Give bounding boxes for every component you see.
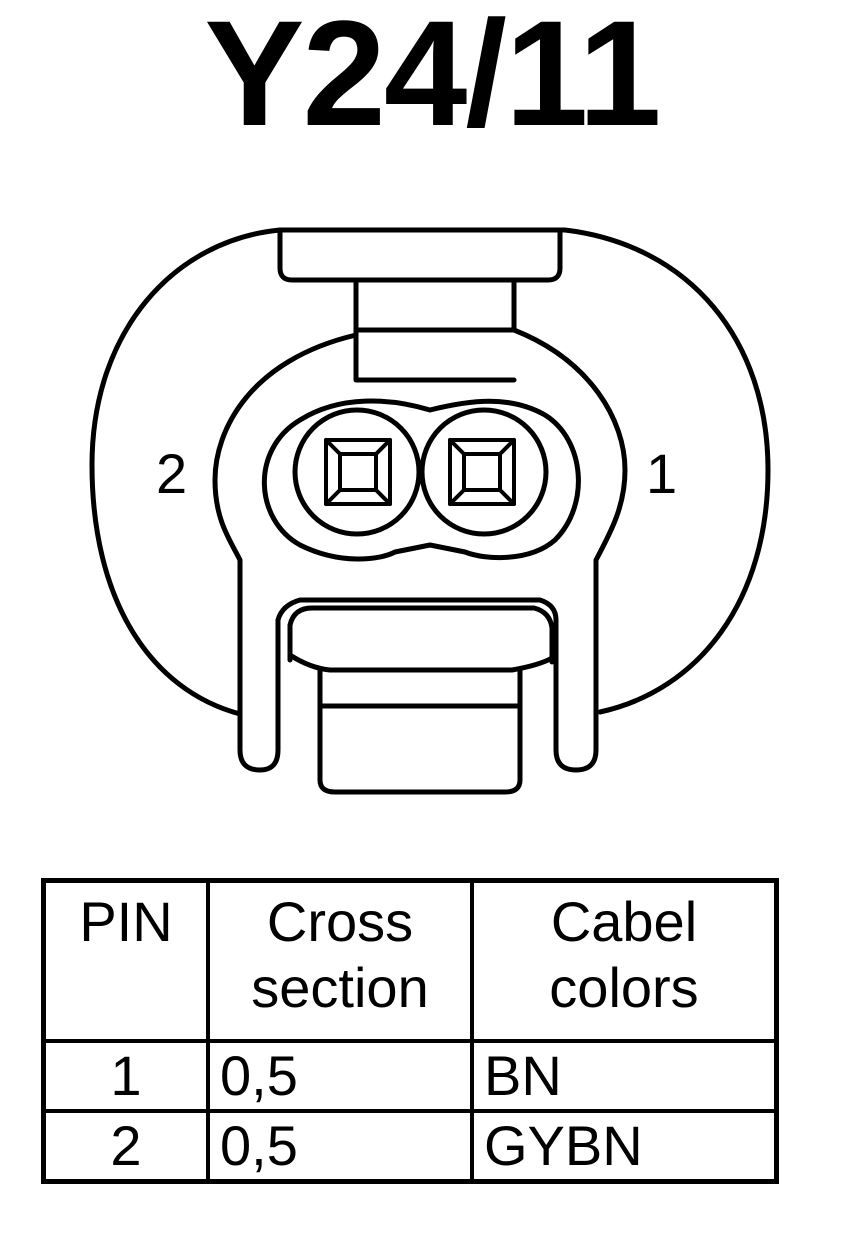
header-cross-section: Cross section xyxy=(206,878,474,1043)
connector-inner-body xyxy=(212,327,628,773)
pin-cavity-2 xyxy=(292,407,422,537)
connector-title: Y24/11 xyxy=(204,0,661,157)
table-row: 2 0,5 GYBN xyxy=(41,1109,779,1184)
header-cross-line2: section xyxy=(251,956,429,1019)
connector-bottom-key xyxy=(287,652,555,795)
connector-outer-housing xyxy=(89,227,771,717)
pin-terminal-1 xyxy=(448,438,516,506)
header-cable-colors: Cabel colors xyxy=(470,878,779,1043)
cell-cable-color: BN xyxy=(470,1039,779,1113)
cell-pin: 2 xyxy=(41,1109,210,1184)
table-header-row: PIN Cross section Cabel colors xyxy=(41,878,779,1043)
table-row: 1 0,5 BN xyxy=(41,1039,779,1113)
connector-drawing xyxy=(89,227,771,795)
connector-top-latch xyxy=(277,227,563,283)
header-color-line1: Cabel xyxy=(550,890,698,953)
header-cross-line1: Cross xyxy=(266,890,414,953)
connector-cavity-surround xyxy=(261,398,581,562)
connector-bottom-tab xyxy=(287,605,555,665)
header-pin: PIN xyxy=(41,878,210,1043)
cell-cross-section: 0,5 xyxy=(206,1109,474,1184)
pin-cavity-1 xyxy=(419,407,549,537)
pin-assignment-table: PIN Cross section Cabel colors 1 0,5 BN … xyxy=(41,878,779,1184)
pin-terminal-2 xyxy=(324,438,392,506)
header-pin-label: PIN xyxy=(79,890,173,953)
pin-label-left: 2 xyxy=(156,442,188,505)
cell-cable-color: GYBN xyxy=(470,1109,779,1184)
pin-label-right: 1 xyxy=(646,442,678,505)
cell-pin: 1 xyxy=(41,1039,210,1113)
cell-cross-section: 0,5 xyxy=(206,1039,474,1113)
connector-latch-arm xyxy=(353,279,517,383)
header-color-line2: colors xyxy=(549,956,699,1019)
